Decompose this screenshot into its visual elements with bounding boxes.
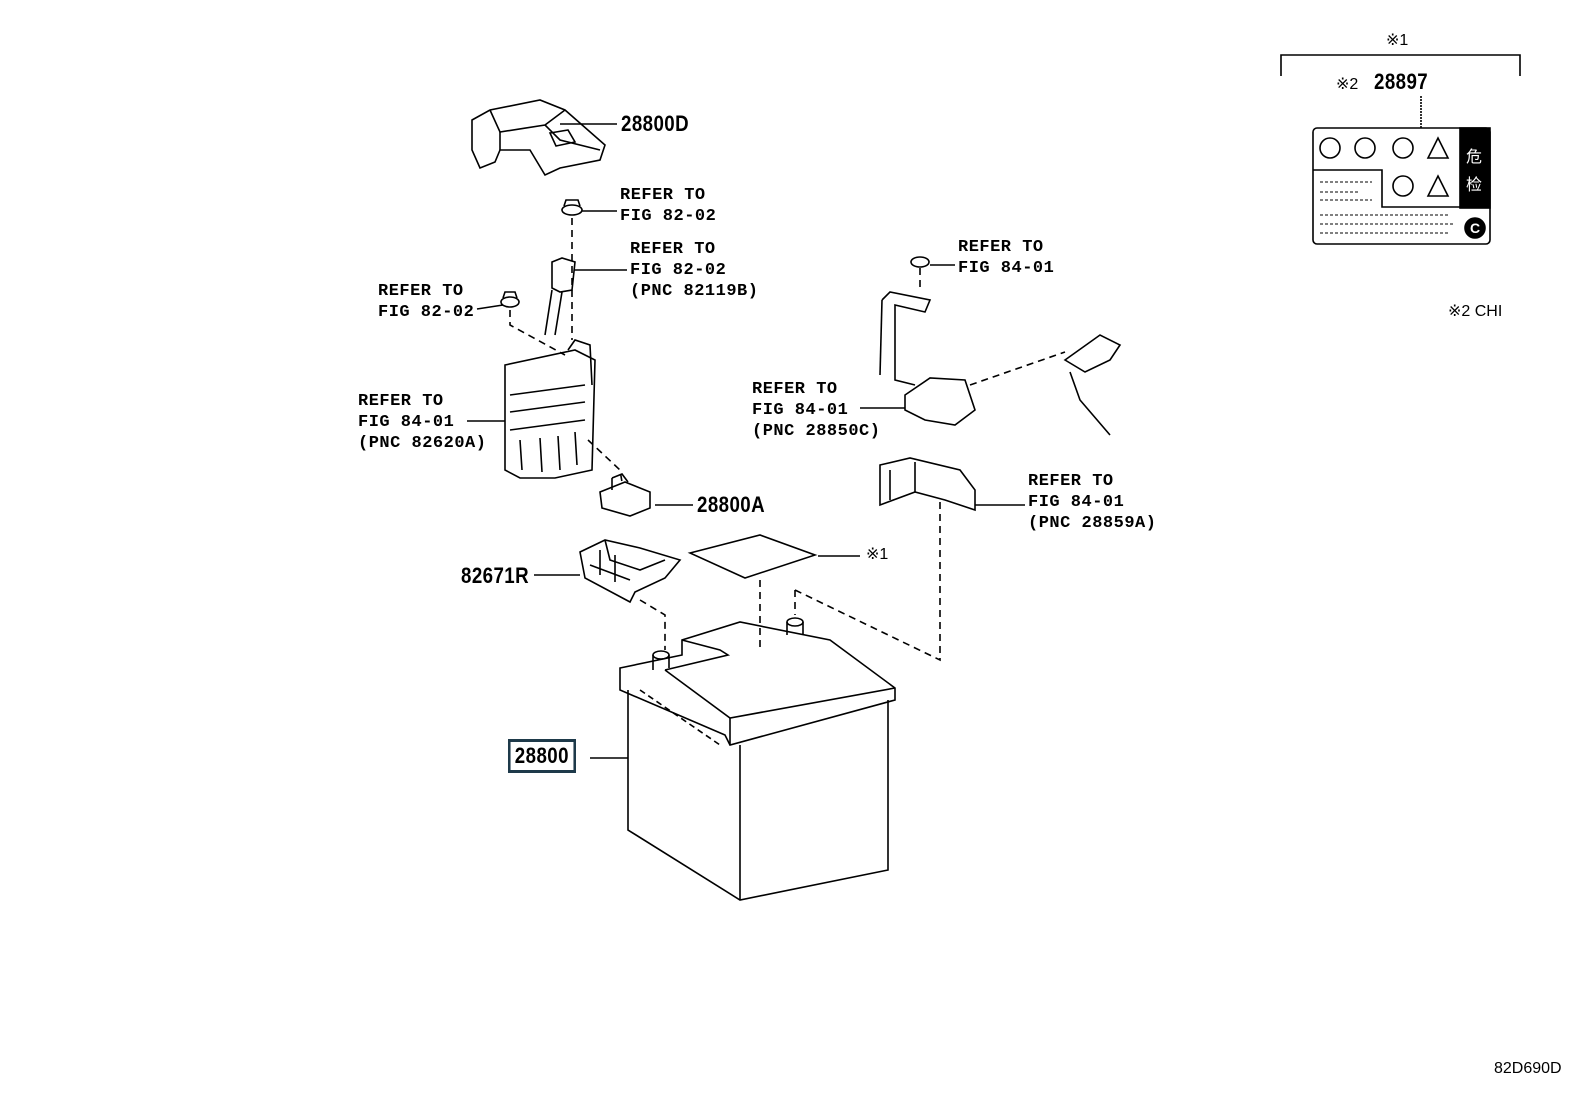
- ref-line: FIG 82-02: [630, 261, 727, 280]
- figure-code: 82D690D: [1494, 1060, 1562, 1077]
- terminal-cover-drawing: [579, 539, 682, 604]
- ref-line: (PNC 82119B): [630, 282, 759, 301]
- ref-line: FIG 82-02: [620, 207, 717, 226]
- ref-cable-28850C[interactable]: REFER TO FIG 84-01 (PNC 28850C): [752, 379, 880, 442]
- part-number-28800D[interactable]: 28800D: [621, 111, 690, 136]
- ref-line: REFER TO: [358, 392, 444, 411]
- nut-left-drawing: [500, 291, 520, 308]
- battery-cable-drawing: [879, 256, 1122, 436]
- ref-line: REFER TO: [1028, 472, 1114, 491]
- assembly-guide-lines: [509, 218, 1066, 662]
- ref-line: FIG 84-01: [358, 413, 455, 432]
- leader-lines: [467, 123, 1025, 759]
- part-number-28800[interactable]: 28800: [508, 739, 576, 773]
- ref-connector-82119B[interactable]: REFER TO FIG 82-02 (PNC 82119B): [630, 239, 758, 302]
- battery-drawing: [619, 617, 896, 901]
- label-c-mark: C: [1470, 220, 1481, 236]
- ref-line: REFER TO: [378, 282, 464, 301]
- note2-marker: ※2: [1336, 76, 1359, 93]
- bracket-drawing: [879, 457, 976, 512]
- ref-nut-left[interactable]: REFER TO FIG 82-02: [378, 281, 474, 323]
- ref-nut-top[interactable]: REFER TO FIG 82-02: [620, 185, 716, 227]
- battery-cover-drawing: [471, 99, 606, 177]
- ref-line: (PNC 82620A): [358, 434, 487, 453]
- ref-nut-right[interactable]: REFER TO FIG 84-01: [958, 237, 1054, 279]
- label-danger-glyph: 危: [1466, 147, 1483, 166]
- clamp-drawing: [599, 473, 651, 517]
- ref-line: (PNC 28859A): [1028, 514, 1157, 533]
- label-check-glyph: 检: [1466, 175, 1483, 194]
- label-sheet-drawing: [687, 534, 818, 579]
- note1-marker: ※1: [866, 546, 889, 563]
- part-number-28800A[interactable]: 28800A: [697, 492, 766, 517]
- note1-group-marker: ※1: [1386, 32, 1409, 49]
- part-number-28897[interactable]: 28897: [1374, 69, 1429, 94]
- note2-legend: ※2 CHI: [1448, 303, 1503, 320]
- ref-line: REFER TO: [620, 186, 706, 205]
- ref-line: FIG 82-02: [378, 303, 475, 322]
- fuse-block-drawing: [504, 339, 596, 479]
- ref-line: REFER TO: [752, 380, 838, 399]
- caution-label-drawing: [1280, 54, 1521, 245]
- part-number-82671R[interactable]: 82671R: [461, 563, 530, 588]
- ref-line: REFER TO: [958, 238, 1044, 257]
- ref-line: FIG 84-01: [1028, 493, 1125, 512]
- ref-line: REFER TO: [630, 240, 716, 259]
- connector-drawing: [544, 257, 576, 336]
- ref-line: (PNC 28850C): [752, 422, 881, 441]
- nut-top-drawing: [561, 199, 583, 216]
- ref-fuse-82620A[interactable]: REFER TO FIG 84-01 (PNC 82620A): [358, 391, 486, 454]
- ref-line: FIG 84-01: [752, 401, 849, 420]
- ref-bracket-28859A[interactable]: REFER TO FIG 84-01 (PNC 28859A): [1028, 471, 1156, 534]
- ref-line: FIG 84-01: [958, 259, 1055, 278]
